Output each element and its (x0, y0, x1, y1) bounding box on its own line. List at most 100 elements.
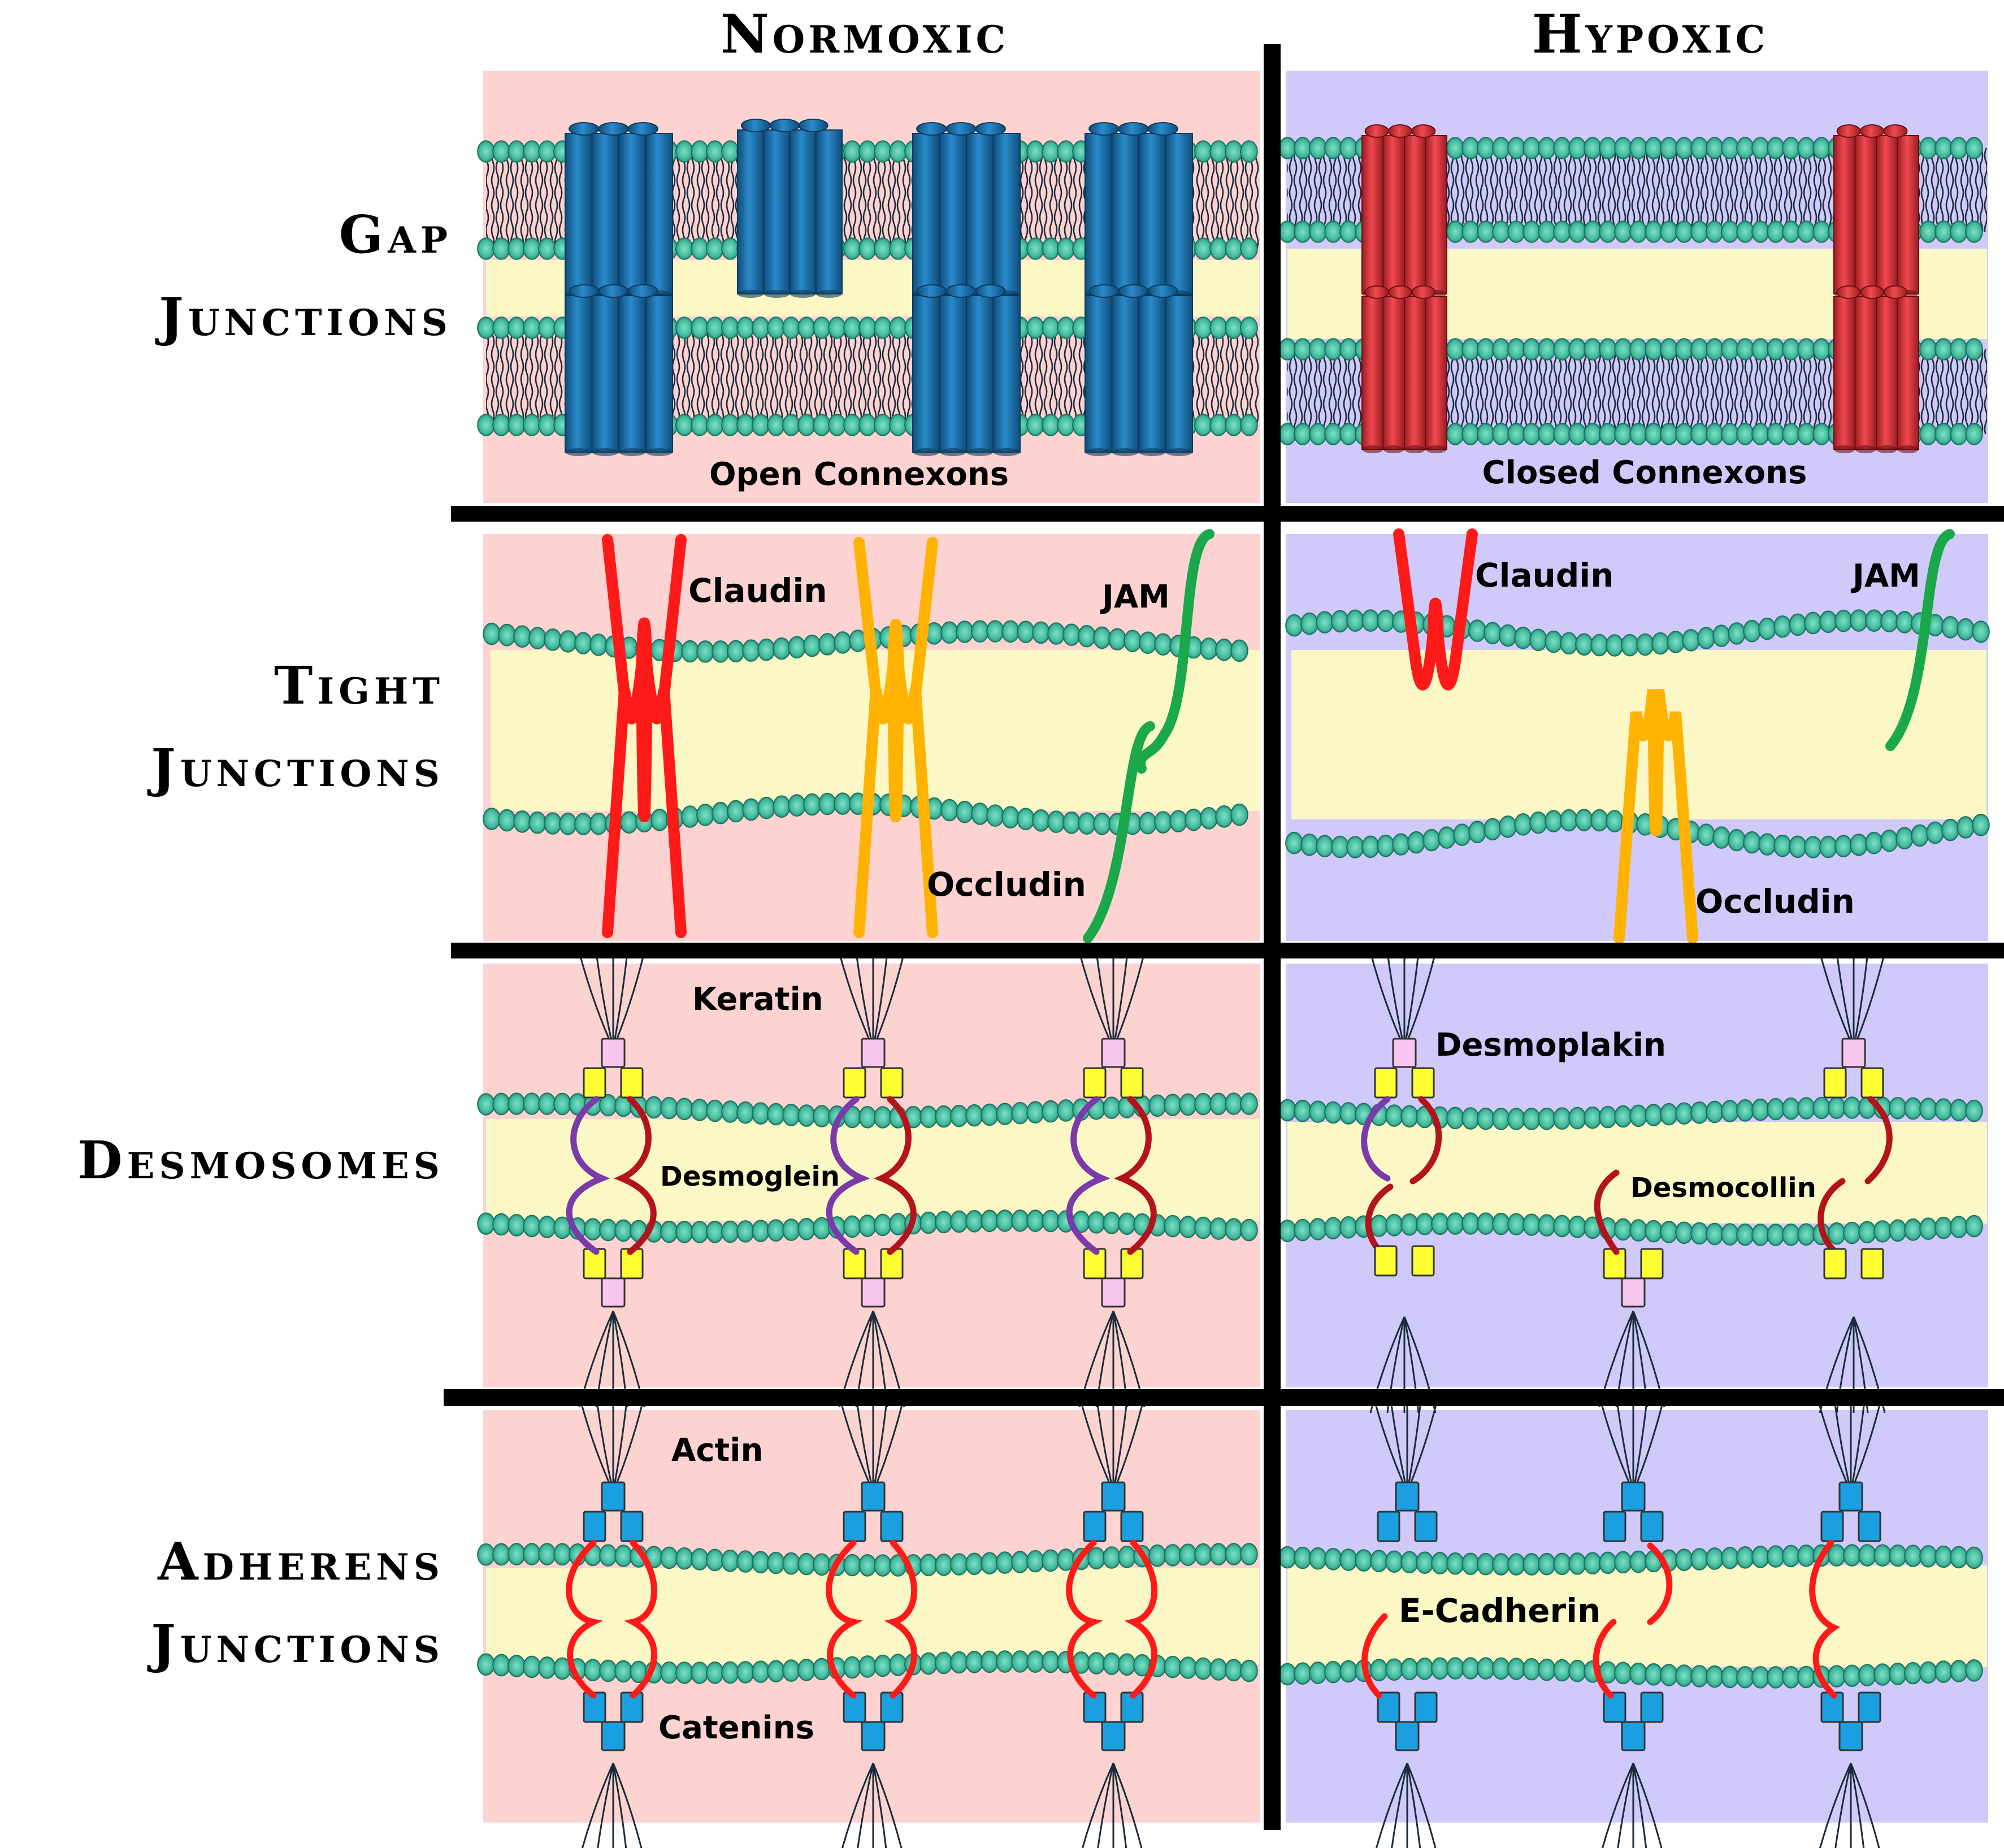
lipid-head (1042, 237, 1060, 260)
lipid-head (1032, 621, 1050, 644)
lipid-head (706, 1548, 724, 1572)
lipid-head (1706, 1665, 1724, 1688)
subunit-top (945, 122, 977, 136)
lipid-head (513, 810, 531, 833)
lipid-head (1507, 1213, 1525, 1236)
lipid-head (538, 1656, 556, 1679)
lipid-head (1858, 1544, 1876, 1567)
lipid-head (1660, 220, 1678, 243)
lipid-head (965, 1651, 983, 1673)
lipid-head (996, 1103, 1014, 1125)
connexin-subunit (763, 129, 791, 294)
lipid-head (889, 414, 907, 436)
lipid-head (981, 1552, 999, 1575)
lipid-head (752, 1660, 770, 1683)
subunit-top (1387, 285, 1413, 299)
adherens-unit-0-top-actin (578, 1395, 645, 1493)
lipid-head (1965, 338, 1983, 361)
lipid-head (1629, 1104, 1647, 1127)
subunit-base (1404, 445, 1426, 453)
open-connexon-bottom-2 (1085, 284, 1193, 456)
lipid-head (1309, 1662, 1327, 1684)
lipid-head (773, 795, 791, 818)
lipid-head (1767, 1666, 1785, 1689)
lipid-head (1950, 423, 1968, 445)
lipid-head (1804, 611, 1822, 635)
lipid-head (675, 1221, 693, 1243)
lipid-head (1477, 1107, 1495, 1130)
adherens-hypoxic-1-top-catenins (1603, 1481, 1664, 1542)
lipid-head (1225, 1543, 1243, 1565)
lipid-head (706, 1662, 724, 1684)
lipid-head (1934, 423, 1953, 445)
lipid-head (1164, 1094, 1182, 1117)
lipid-head (1309, 338, 1327, 361)
lipid-head (950, 1210, 968, 1233)
desmo-hypoxic-2-bottom-plaque (1823, 1248, 1884, 1279)
lipid-head (1553, 220, 1571, 243)
lipid-head (797, 1217, 816, 1240)
desmosome-unit-1-bottom-plaque (843, 1248, 904, 1308)
lipid-head (874, 1106, 892, 1129)
lipid-head (889, 140, 907, 163)
lipid-head (919, 1554, 938, 1577)
lipid-head (1782, 423, 1800, 445)
lipid-head (1346, 836, 1364, 858)
lipid-head (1560, 809, 1578, 832)
lipid-head (1797, 1665, 1815, 1689)
lipid-head (1621, 634, 1639, 657)
lipid-head (1697, 627, 1715, 649)
plaque-block-left (1820, 1511, 1844, 1542)
plaque-center (1101, 1721, 1126, 1751)
lipid-head (1078, 812, 1096, 835)
lipid-head (1225, 414, 1243, 436)
lipid-head (1078, 624, 1096, 648)
lipid-head (1529, 628, 1547, 652)
lipid-head (986, 804, 1004, 827)
plaque-block-right (1411, 1067, 1435, 1099)
filament-line (1095, 1395, 1114, 1493)
filament-line (1078, 1395, 1114, 1493)
lipid-head (858, 237, 877, 260)
lipid-head (1660, 137, 1678, 159)
lipid-head (1568, 1552, 1586, 1575)
filament-line (578, 1395, 614, 1493)
lipid-head (1629, 338, 1647, 361)
lipid-head (1057, 237, 1075, 260)
lipid-head (1819, 835, 1837, 858)
plaque-block-left (583, 1511, 606, 1542)
horizontal-divider-1 (451, 943, 2004, 958)
lipid-head (843, 140, 861, 163)
lipid-head (1767, 137, 1785, 159)
desmosome-unit-1-desmocollin (874, 1096, 917, 1255)
lipid-head (1553, 338, 1571, 361)
lipid-head (1339, 137, 1357, 159)
plaque-block-left (1823, 1248, 1847, 1279)
lipid-head (1194, 1543, 1212, 1566)
strand-path (853, 666, 938, 938)
plaque-block-left (843, 1511, 866, 1542)
open-connexon-top-1 (912, 122, 1021, 298)
plaque-block-left (1603, 1511, 1626, 1542)
lipid-head (1324, 338, 1342, 361)
subunit-top (627, 284, 658, 298)
adherens-hypoxic-2-bottom-actin (1819, 1763, 1880, 1848)
lipid-head (507, 1214, 526, 1237)
lipid-head (1407, 831, 1425, 854)
label-keratin: Keratin (692, 981, 823, 1018)
lipid-head (1361, 835, 1380, 858)
lipid-head (1087, 1652, 1105, 1675)
lipid-head (1400, 1105, 1419, 1128)
lipid-head (736, 1661, 754, 1684)
lipid-head (935, 1211, 953, 1234)
lipid-head (782, 1659, 800, 1682)
lipid-head (1712, 624, 1730, 647)
lipid-head (1934, 1098, 1953, 1121)
lipid-head (767, 316, 785, 339)
lipid-head (1706, 423, 1724, 445)
lipid-head (538, 316, 556, 339)
lipid-head (1026, 1209, 1044, 1232)
connexin-subunit (966, 295, 994, 453)
lipid-head (1285, 831, 1303, 854)
lipid-head (1538, 1552, 1556, 1576)
